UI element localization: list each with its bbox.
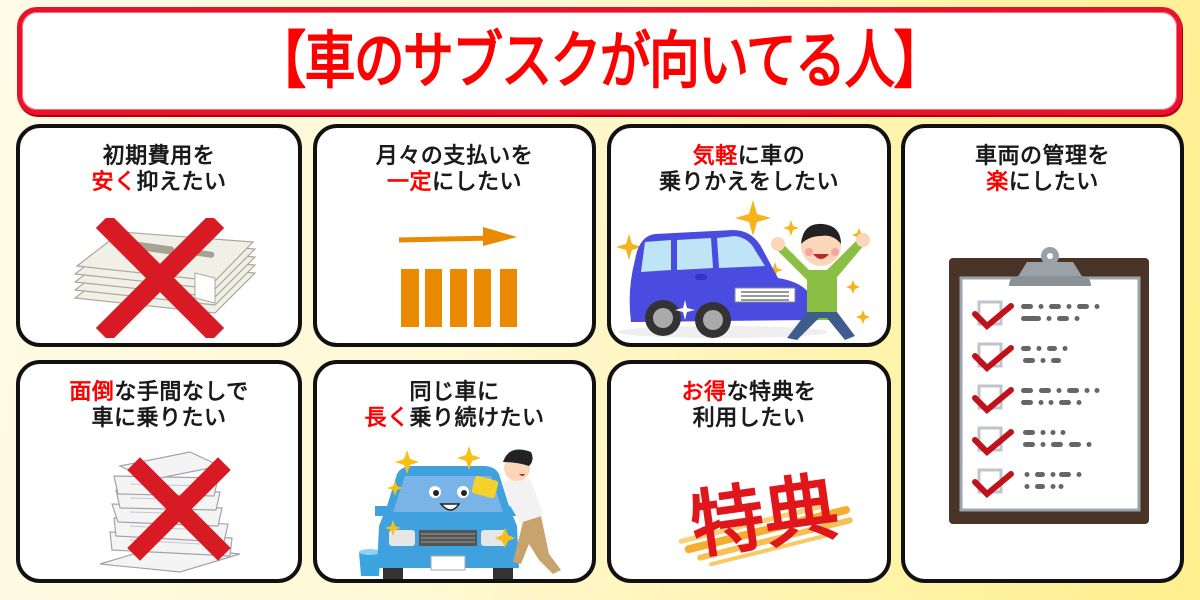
title-line1: 初期費用を	[102, 144, 216, 169]
title-highlight: 面倒	[69, 380, 115, 405]
title-line2: 車に乗りたい	[91, 406, 227, 431]
flat-payment-bars-icon	[395, 224, 525, 334]
card-title: 月々の支払いを 一定にしたい	[317, 144, 592, 196]
title-line1: 月々の支払いを	[375, 144, 534, 169]
title-line1: 同じ車に	[409, 380, 500, 405]
title-line2: 抑えたい	[136, 170, 227, 195]
card-fixed-monthly-payment: 月々の支払いを 一定にしたい	[313, 124, 596, 347]
title-highlight: 長く	[364, 406, 410, 431]
card-title: 初期費用を 安く抑えたい	[20, 144, 298, 196]
title-line2: にしたい	[1008, 170, 1099, 195]
title-line2: にしたい	[432, 170, 523, 195]
title-banner: 【車のサブスクが向いてる人】	[17, 7, 1182, 115]
title-line1: 車両の管理を	[974, 144, 1110, 169]
title-line2: 利用したい	[692, 406, 806, 431]
card-low-initial-cost: 初期費用を 安く抑えたい	[16, 124, 302, 347]
title-line1: な手間なしで	[114, 380, 249, 405]
title-highlight: お得	[681, 380, 727, 405]
title-highlight: 一定	[386, 170, 432, 195]
perk-stamp-text: 特典	[685, 464, 844, 570]
title-line2: 乗りかえをしたい	[658, 170, 839, 195]
card-title: お得な特典を 利用したい	[611, 380, 887, 432]
happy-man-with-new-car-icon	[613, 200, 887, 342]
title-highlight: 気軽	[692, 144, 738, 169]
page-title: 【車のサブスクが向いてる人】	[255, 24, 945, 97]
card-switch-cars-easily: 気軽に車の 乗りかえをしたい	[607, 124, 891, 347]
card-keep-same-car-long: 同じ車に 長く乗り続けたい	[313, 360, 596, 583]
perk-stamp-icon: 特典	[669, 446, 859, 576]
title-highlight: 楽	[986, 170, 1009, 195]
card-title: 面倒な手間なしで 車に乗りたい	[20, 380, 298, 432]
cheering-man-icon	[771, 223, 870, 340]
title-line1: に車の	[737, 144, 806, 169]
man-washing-car-icon	[353, 444, 563, 579]
card-title: 同じ車に 長く乗り続けたい	[317, 380, 592, 432]
card-title: 車両の管理を 楽にしたい	[905, 144, 1180, 196]
crossed-out-paper-pile-icon	[90, 446, 250, 576]
clipboard-checklist-icon	[947, 244, 1153, 530]
card-title: 気軽に車の 乗りかえをしたい	[611, 144, 887, 196]
card-use-perks: お得な特典を 利用したい 特典	[607, 360, 891, 583]
card-easy-vehicle-management: 車両の管理を 楽にしたい	[901, 124, 1184, 583]
title-line1: な特典を	[726, 380, 817, 405]
card-no-hassle: 面倒な手間なしで 車に乗りたい	[16, 360, 302, 583]
arrow-right-icon	[398, 227, 517, 246]
crossed-out-money-stack-icon	[65, 218, 265, 338]
title-highlight: 安く	[91, 170, 137, 195]
title-line2: 乗り続けたい	[409, 406, 545, 431]
